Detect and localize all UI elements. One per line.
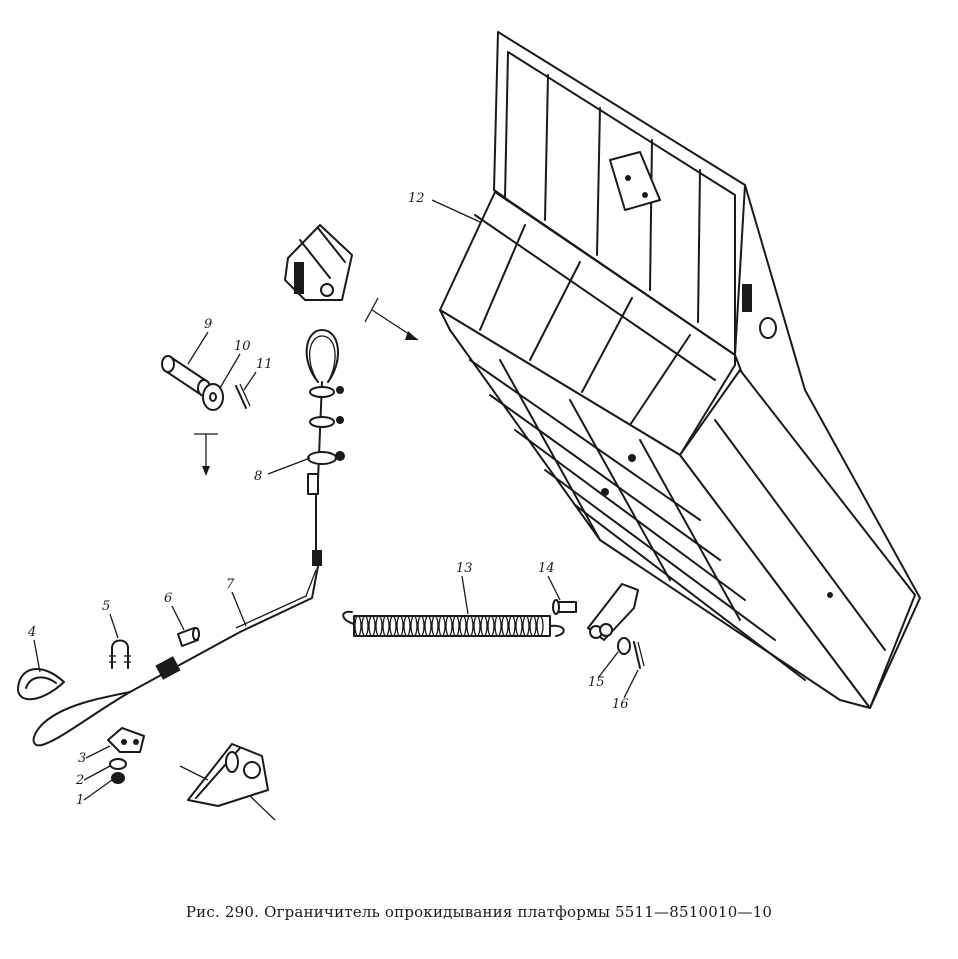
callout-label-12: 12 <box>408 191 425 206</box>
spring-coil <box>508 615 516 637</box>
callout-4: 4 <box>27 625 41 673</box>
spring-coil <box>501 615 509 637</box>
spring-coil <box>494 615 502 637</box>
callout-label-10: 10 <box>234 339 251 354</box>
part-8-rope-eye-with-clips <box>305 329 345 495</box>
lower-bracket <box>179 743 276 821</box>
callout-label-16: 16 <box>612 697 629 712</box>
callout-label-15: 15 <box>588 675 605 690</box>
spring-coil <box>459 615 467 637</box>
spring-coil <box>410 615 418 637</box>
callout-15: 15 <box>588 651 619 690</box>
part-13-spring <box>342 610 565 637</box>
spring-coil <box>445 615 453 637</box>
callout-label-7: 7 <box>226 577 235 592</box>
callout-1: 1 <box>76 779 113 808</box>
spring-coil <box>403 615 411 637</box>
spring-coil <box>529 615 537 637</box>
spring-coil <box>487 615 495 637</box>
callout-label-4: 4 <box>27 625 36 640</box>
spring-coil <box>382 615 390 637</box>
upper-bracket <box>284 224 353 301</box>
part-4-thimble <box>17 668 65 701</box>
spring-coil <box>536 615 544 637</box>
callout-11: 11 <box>243 357 273 391</box>
callout-3: 3 <box>78 745 111 766</box>
callout-label-3: 3 <box>78 751 86 766</box>
spring-coil <box>354 615 362 637</box>
spring-bracket <box>587 583 639 641</box>
callout-12: 12 <box>408 191 481 223</box>
callout-label-5: 5 <box>102 599 110 614</box>
callout-6: 6 <box>164 591 185 631</box>
callout-16: 16 <box>612 669 639 712</box>
part-12-dump-platform <box>439 31 921 709</box>
spring-coil <box>515 615 523 637</box>
spring-coil <box>375 615 383 637</box>
callout-13: 13 <box>456 561 473 615</box>
part-3-clamp <box>107 727 145 753</box>
spring-coil <box>431 615 439 637</box>
spring-coil <box>389 615 397 637</box>
part-16-cotter-pin <box>633 641 645 669</box>
spring-coil <box>480 615 488 637</box>
assembly-direction-arrow-9 <box>194 433 218 476</box>
callout-label-6: 6 <box>164 591 172 606</box>
callout-label-14: 14 <box>538 561 555 576</box>
spring-coil <box>396 615 404 637</box>
spring-coil <box>424 615 432 637</box>
part-1-nut <box>111 772 125 784</box>
spring-coil <box>473 615 481 637</box>
callout-label-13: 13 <box>456 561 473 576</box>
callout-9: 9 <box>187 317 212 365</box>
spring-coil <box>361 615 369 637</box>
part-2-washer <box>109 758 127 770</box>
spring-coil <box>466 615 474 637</box>
callout-14: 14 <box>538 561 561 601</box>
callout-10: 10 <box>219 339 251 389</box>
callout-2: 2 <box>75 765 111 788</box>
part-9-pin <box>161 355 211 397</box>
figure-caption: Рис. 290. Ограничитель опрокидывания пла… <box>185 903 773 921</box>
spring-coil <box>417 615 425 637</box>
spring-coil <box>452 615 460 637</box>
part-11-cotter-pin <box>235 383 251 409</box>
assembly-direction-arrow-12 <box>364 297 419 341</box>
callout-7: 7 <box>226 577 247 627</box>
spring-coil <box>522 615 530 637</box>
part-15-washer <box>617 637 631 655</box>
callout-5: 5 <box>102 599 119 639</box>
part-14-pin <box>552 599 577 615</box>
callout-8: 8 <box>254 457 311 484</box>
part-6-sleeve <box>177 627 200 647</box>
callout-label-8: 8 <box>254 469 262 484</box>
spring-coil <box>438 615 446 637</box>
part-5-u-bolt <box>109 639 131 669</box>
callout-label-11: 11 <box>256 357 273 372</box>
callout-label-1: 1 <box>76 793 84 808</box>
callout-label-2: 2 <box>75 773 84 788</box>
spring-coil <box>368 615 376 637</box>
callout-label-9: 9 <box>204 317 212 332</box>
part-7-wire-rope <box>32 493 322 747</box>
part-10-washer <box>202 383 224 411</box>
